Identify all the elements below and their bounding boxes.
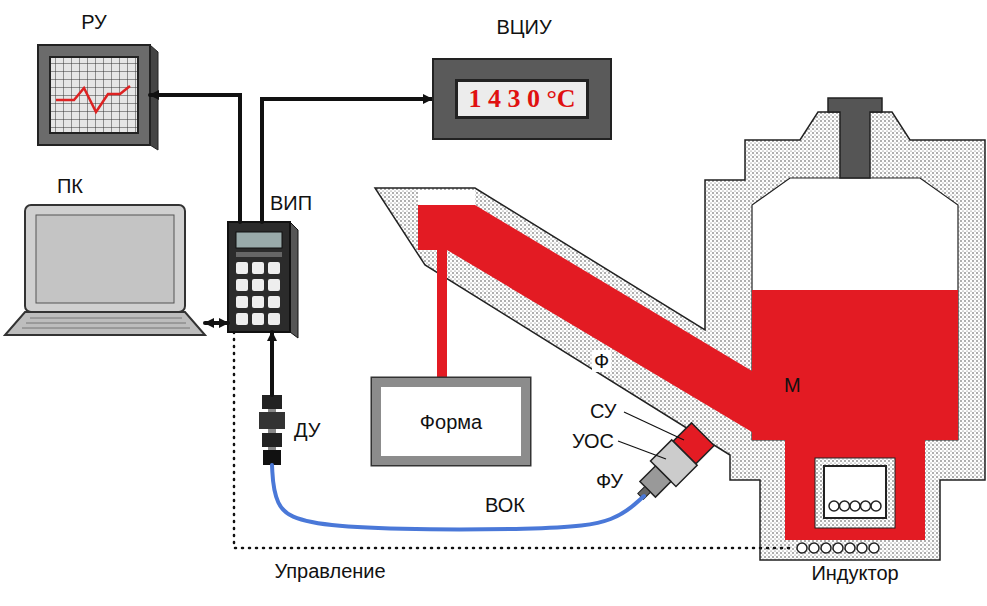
furnace-part <box>797 543 879 553</box>
converter-device-part-part <box>252 296 264 308</box>
laptop-part <box>25 205 185 312</box>
converter-device-part-part <box>252 313 264 325</box>
photo-receiver: ФУ <box>636 466 674 496</box>
fiber-connector <box>259 395 285 465</box>
laptop-part <box>36 215 174 303</box>
digital-indicator: ВЦИУ1 4 3 0 °C <box>432 58 612 140</box>
furnace <box>375 98 985 560</box>
recorder-monitor-part <box>38 45 150 145</box>
laptop-part <box>5 312 205 335</box>
furnace-part-part <box>869 543 879 553</box>
furnace-part-part <box>821 543 831 553</box>
furnace-part <box>828 98 882 178</box>
control-line <box>234 332 792 548</box>
furnace-part-part <box>833 543 843 553</box>
fiber-connector-node: ДУ <box>258 395 286 465</box>
converter-device-part <box>236 262 280 325</box>
furnace-part <box>418 190 475 205</box>
converter-device-part-part <box>236 262 248 274</box>
inductor: Индуктор <box>792 538 882 558</box>
furnace-part-part <box>809 543 819 553</box>
signal-line <box>270 332 274 395</box>
furnace-part-part <box>845 543 855 553</box>
furnace-part <box>752 178 958 440</box>
recorder-monitor-part <box>150 45 158 150</box>
fiber-connector-part <box>262 433 282 447</box>
edge-label: ВОК <box>483 494 527 516</box>
leader-lines <box>618 412 684 459</box>
converter-device-part <box>236 252 282 257</box>
node-label: Индуктор <box>811 562 898 584</box>
fiber-connector-part <box>268 429 276 433</box>
furnace-part <box>815 458 895 528</box>
part-label: СУ <box>588 400 618 422</box>
furnace-part-part <box>850 501 860 511</box>
part-label: М <box>782 374 803 396</box>
laptop-part <box>22 318 190 328</box>
laptop <box>5 205 205 335</box>
converter-device-part <box>290 222 298 338</box>
fiber-connector-part <box>259 412 285 429</box>
node-label: ПК <box>57 175 83 197</box>
furnace-part <box>752 290 958 440</box>
converter-device-part-part <box>236 279 248 291</box>
furnace-part-part <box>797 543 807 553</box>
node-label: Форма <box>420 411 482 433</box>
furnace-part <box>829 501 881 511</box>
recorder-monitor <box>38 45 158 150</box>
signal-line <box>150 95 240 222</box>
converter-device <box>228 222 298 338</box>
converter: ВИП <box>228 222 290 332</box>
converter-device-part-part <box>268 313 280 325</box>
temperature-readout: 1 4 3 0 °C <box>455 79 588 120</box>
converter-device-part-part <box>268 262 280 274</box>
data-line <box>205 321 228 325</box>
leader-lines-part <box>624 412 684 440</box>
fiber-connector-part <box>268 409 276 412</box>
recorder-monitor-part <box>50 57 138 133</box>
part-label: УОС <box>570 430 616 452</box>
node-label: ФУ <box>596 470 623 492</box>
converter-device-part-part <box>252 262 264 274</box>
computer: ПК <box>5 205 205 335</box>
part-label: Ф <box>592 350 611 372</box>
converter-device-part-part <box>236 313 248 325</box>
optical-fiber-cable <box>272 465 644 529</box>
converter-device-part <box>228 222 290 332</box>
mold: Форма <box>372 378 530 465</box>
furnace-part-part <box>829 501 839 511</box>
leader-lines-part <box>618 441 666 459</box>
converter-device-part-part <box>268 296 280 308</box>
converter-device-part-part <box>252 279 264 291</box>
furnace-part <box>375 112 985 560</box>
converter-device-part <box>236 232 282 248</box>
node-label: ДУ <box>294 419 320 441</box>
node-label: ВИП <box>270 192 312 214</box>
fiber-connector-part <box>262 395 282 409</box>
node-label: РУ <box>81 11 107 33</box>
furnace-part <box>824 466 886 518</box>
furnace-part-part <box>840 501 850 511</box>
furnace-part <box>785 438 925 540</box>
recorder: РУ <box>38 45 150 145</box>
edge-label: Управление <box>272 560 387 582</box>
furnace-part <box>437 250 447 378</box>
recorder-monitor-part <box>56 86 130 112</box>
node-label: ВЦИУ <box>496 16 551 38</box>
fiber-connector-part <box>263 450 281 465</box>
signal-line <box>262 99 432 222</box>
furnace-part-part <box>871 501 881 511</box>
fiber-connector-part <box>268 447 276 450</box>
furnace-part-part <box>857 543 867 553</box>
furnace-part-part <box>861 501 871 511</box>
converter-device-part-part <box>236 296 248 308</box>
converter-device-part-part <box>268 279 280 291</box>
